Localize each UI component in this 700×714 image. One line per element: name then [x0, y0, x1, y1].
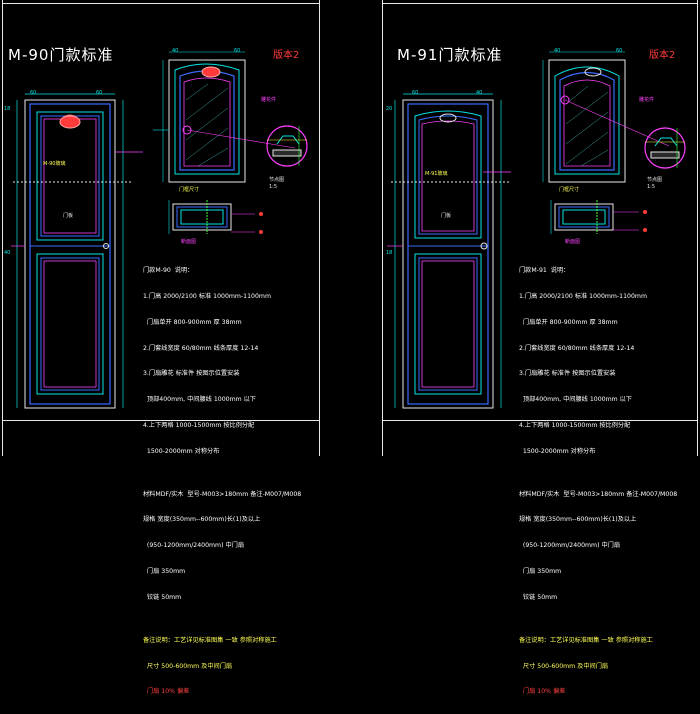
dim-label: 20 [386, 106, 393, 112]
note-line: 顶部400mm, 中间腰线 1000mm 以下 [143, 396, 256, 404]
note-line: (950-1200mm/2400mm) 中门扇 [519, 542, 621, 550]
node-detail [266, 125, 308, 167]
sheet-bottom-rule [383, 420, 697, 421]
dim-label: 40 [476, 90, 483, 96]
detail-label: 节点图 [269, 177, 285, 183]
spec-notes: 门款M-91 说明： 1.门高 2000/2100 标准 1000mm-1100… [519, 250, 677, 714]
glass-panel-detail [153, 51, 296, 183]
section-detail [168, 200, 263, 234]
glass-label: M-90玻璃 [43, 161, 66, 167]
scale-label: 1:5 [647, 184, 656, 190]
note-line: 3.门扇雕花 标准件 按图示位置安装 [143, 370, 240, 378]
section-label: 断面图 [181, 239, 197, 245]
note-line: 材料MDF/实木 型号-M003>180mm 备注-M007/M008 [143, 490, 302, 498]
node-detail [644, 127, 686, 169]
dim-label: 60 [616, 48, 623, 54]
dim-label: 18 [386, 250, 393, 256]
dim-label: 40 [172, 48, 179, 54]
dim-label: 60 [234, 48, 241, 54]
sheet-top-rule [383, 3, 697, 4]
door-elevation [11, 93, 143, 409]
note-line: 门款M-90 说明： [143, 267, 194, 275]
note-line: 门扇 10% 偏差 [519, 688, 566, 696]
carving-label: 雕花件 [261, 97, 277, 103]
note-line: 铰链 50mm [143, 593, 182, 601]
sheet-bottom-rule [3, 420, 319, 421]
carving-label: 雕花件 [639, 97, 655, 103]
dim-label: 18 [4, 106, 11, 112]
sheet-top-rule [3, 3, 319, 4]
note-line: 1500-2000mm 对称分布 [143, 447, 220, 455]
m90-door-drawing [11, 51, 308, 409]
scale-label: 1:5 [269, 184, 278, 190]
dim-label: 40 [554, 48, 561, 54]
note-line: 门扇 350mm [143, 567, 186, 575]
note-line: 4.上下两格 1000-1500mm 按比例分配 [519, 421, 631, 429]
glass-panel-detail [542, 51, 670, 183]
note-line: 1.门高 2000/2100 标准 1000mm-1100mm [519, 292, 647, 300]
note-line: 2.门套线宽度 60/80mm 线条厚度 12-14 [519, 344, 635, 352]
note-line: 顶部400mm, 中间腰线 1000mm 以下 [519, 396, 632, 404]
drawing-sheet-m90: M-90门款标准 版本2 [2, 0, 320, 695]
glass-label: M-91玻璃 [425, 171, 448, 177]
note-line: 1500-2000mm 对称分布 [519, 447, 596, 455]
dim-label: 60 [30, 90, 37, 96]
dim-label: 60 [96, 90, 103, 96]
note-line: 4.上下两格 1000-1500mm 按比例分配 [143, 421, 255, 429]
note-line: 铰链 50mm [519, 593, 558, 601]
note-line: 门款M-91 说明： [519, 267, 570, 275]
note-line: 门扇单开 800-900mm 厚 38mm [519, 318, 618, 326]
frame-label: 门框尺寸 [179, 187, 200, 193]
note-line: 尺寸 500-600mm 及中间门扇 [519, 662, 609, 670]
panel-label: 门板 [441, 213, 452, 219]
note-line: (950-1200mm/2400mm) 中门扇 [143, 542, 245, 550]
note-line: 材料MDF/实木 型号-M003>180mm 备注-M007/M008 [519, 490, 678, 498]
note-line: 规格 宽度(350mm--600mm)长(1)及以上 [143, 516, 261, 524]
note-line: 3.门扇雕花 标准件 按图示位置安装 [519, 370, 616, 378]
sheet-title: M-90门款标准 [8, 46, 114, 64]
door-elevation [387, 93, 511, 409]
drawing-sheet-m91: M-91门款标准 版本2 [382, 0, 698, 695]
m91-door-drawing [387, 51, 686, 409]
note-line: 备注说明：工艺详见标准图集 一致 参照对称施工 [519, 636, 653, 644]
dim-label: 40 [4, 250, 11, 256]
spec-notes: 门款M-90 说明： 1.门高 2000/2100 标准 1000mm-1100… [143, 250, 301, 714]
section-label: 断面图 [565, 239, 581, 245]
dim-label: 60 [412, 90, 419, 96]
detail-label: 节点图 [647, 177, 663, 183]
note-line: 门扇单开 800-900mm 厚 38mm [143, 318, 242, 326]
note-line: 尺寸 500-600mm 及中间门扇 [143, 662, 233, 670]
version-label: 版本2 [273, 50, 300, 61]
note-line: 1.门高 2000/2100 标准 1000mm-1100mm [143, 292, 271, 300]
note-line: 备注说明：工艺详见标准图集 一致 参照对称施工 [143, 636, 277, 644]
note-line: 门扇 10% 偏差 [143, 688, 190, 696]
note-line: 门扇 350mm [519, 567, 562, 575]
note-line: 2.门套线宽度 60/80mm 线条厚度 12-14 [143, 344, 259, 352]
sheet-title: M-91门款标准 [397, 46, 503, 64]
version-label: 版本2 [649, 50, 676, 61]
note-line: 规格 宽度(350mm--600mm)长(1)及以上 [519, 516, 637, 524]
frame-label: 门框尺寸 [559, 187, 580, 193]
panel-label: 门板 [63, 213, 74, 219]
section-detail [550, 200, 647, 234]
